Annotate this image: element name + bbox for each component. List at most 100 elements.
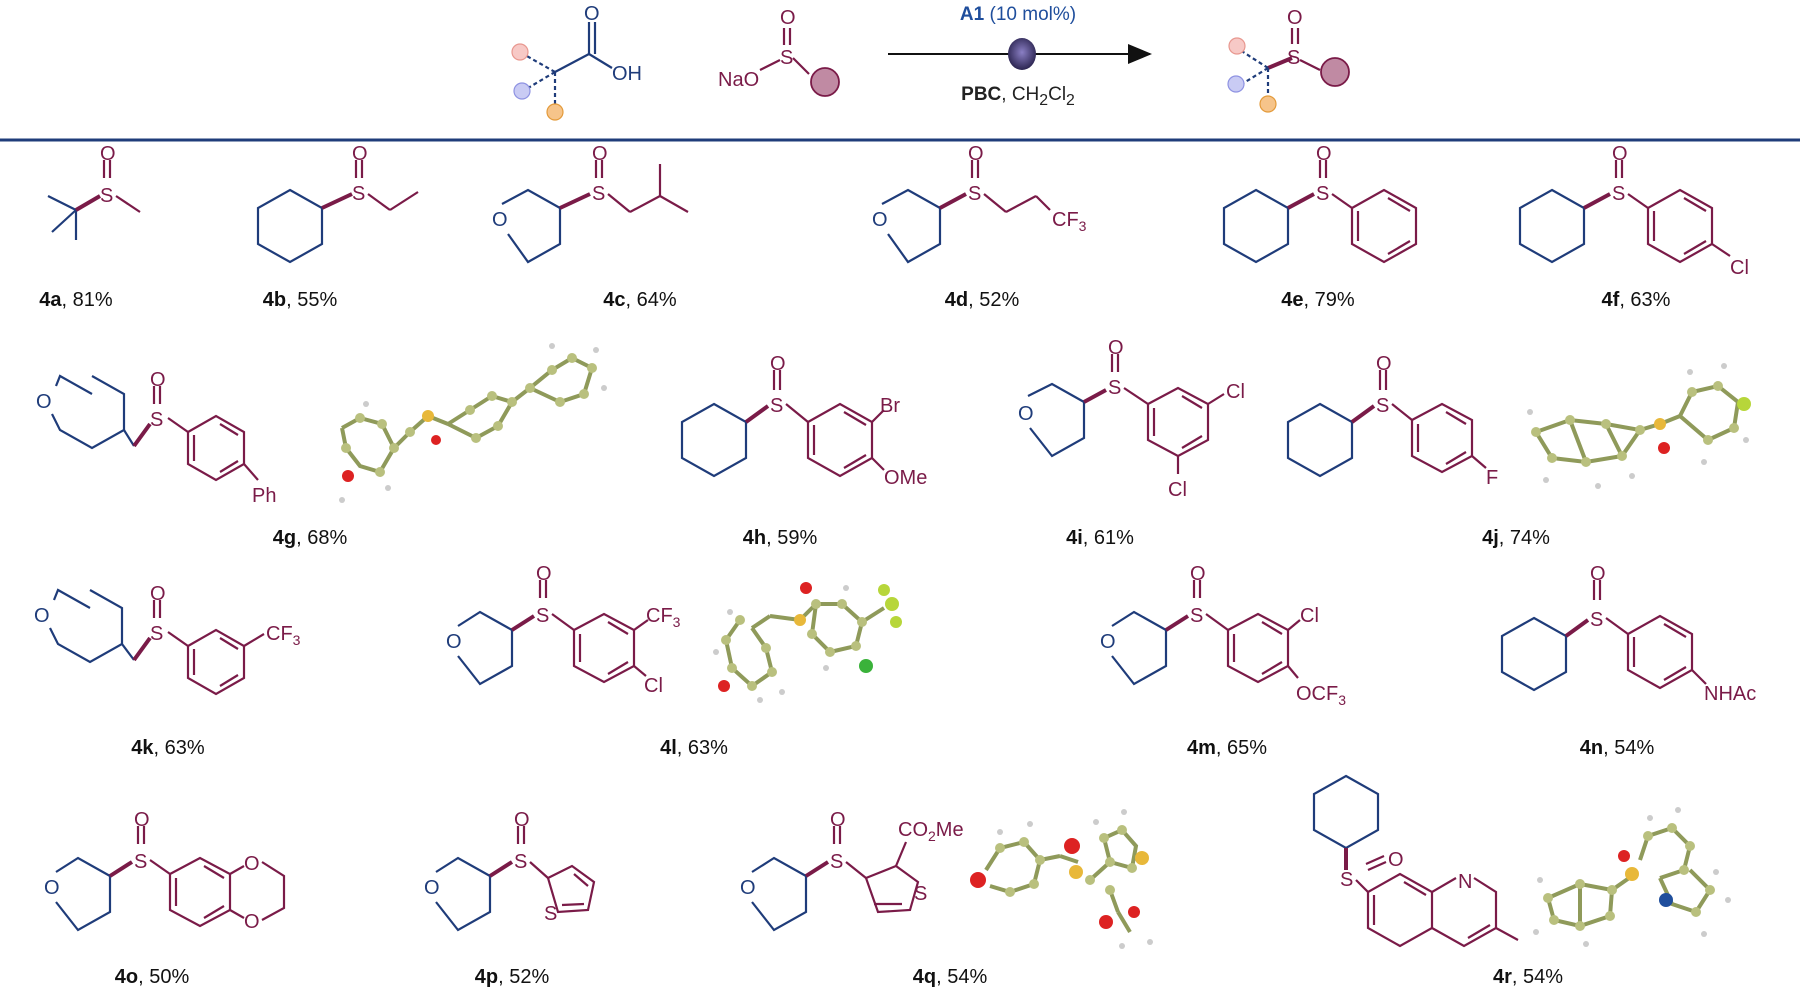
catalyst-loading: (10 mol%) xyxy=(989,4,1077,25)
conditions-separator: , xyxy=(1001,84,1012,105)
co2me-label: CO2Me xyxy=(898,819,964,844)
atom-o: O xyxy=(830,809,846,831)
atom-o: O xyxy=(1612,143,1628,165)
atom-s: S xyxy=(830,851,843,873)
compound-label-4a: 4a, 81% xyxy=(39,289,113,311)
structure-4j xyxy=(1286,370,1487,478)
structure-4p xyxy=(435,826,596,932)
crystal-structure-4j xyxy=(1532,383,1741,465)
structure-4g xyxy=(51,374,259,482)
compound-label-4m: 4m, 65% xyxy=(1186,737,1268,759)
compound-label-4q: 4q, 54% xyxy=(912,966,988,988)
substituent-orange-circle xyxy=(546,103,564,121)
atom-cl: Cl xyxy=(1300,605,1319,627)
compound-label-4e: 4e, 79% xyxy=(1281,289,1355,311)
atom-ome: OMe xyxy=(884,467,927,489)
reactant-sulfinate xyxy=(759,28,840,97)
structure-4e xyxy=(1222,160,1418,264)
atom-cl: Cl xyxy=(1730,257,1749,279)
additive: PBC xyxy=(961,84,1002,105)
compound-label-4h: 4h, 59% xyxy=(742,527,818,549)
atom-s: S xyxy=(352,183,365,205)
structure-4m xyxy=(1111,580,1301,686)
atom-o: O xyxy=(134,809,150,831)
atom-s: S xyxy=(1190,605,1203,627)
product-o: O xyxy=(1287,7,1303,29)
solvent-cl: Cl xyxy=(1048,84,1067,105)
product-s: S xyxy=(1287,47,1300,69)
atom-o: O xyxy=(1108,337,1124,359)
catalyst-label: A1 (10 mol%) xyxy=(960,4,1076,26)
atom-s: S xyxy=(914,883,927,905)
atom-o: O xyxy=(150,583,166,605)
atom-s: S xyxy=(1316,183,1329,205)
atom-s: S xyxy=(150,409,163,431)
atom-s: S xyxy=(1340,869,1353,891)
product-sulfoxide xyxy=(1227,28,1350,113)
crystal-atoms-4j xyxy=(1527,363,1751,489)
atom-o: O xyxy=(770,353,786,375)
structure-4d xyxy=(881,160,1051,264)
structure-4l xyxy=(457,580,649,686)
atom-o: O xyxy=(1100,631,1116,653)
atom-o: O xyxy=(1018,403,1034,425)
structure-4n xyxy=(1500,580,1707,692)
compound-label-4o: 4o, 50% xyxy=(114,966,190,988)
atom-o: O xyxy=(34,605,50,627)
atom-s: S xyxy=(100,185,113,207)
atom-nhac: NHAc xyxy=(1704,683,1756,705)
compound-label-4n: 4n, 54% xyxy=(1579,737,1655,759)
atom-o: O xyxy=(492,209,508,231)
atom-s: S xyxy=(592,183,605,205)
atom-o: O xyxy=(536,563,552,585)
atom-br: Br xyxy=(880,395,900,417)
cf3-label: CF3 xyxy=(646,605,681,630)
atom-o: O xyxy=(1316,143,1332,165)
compound-label-4p: 4p, 52% xyxy=(474,966,550,988)
atom-s: S xyxy=(150,623,163,645)
atom-s: S xyxy=(514,851,527,873)
atom-o: O xyxy=(44,877,60,899)
atom-cl: Cl xyxy=(1168,479,1187,501)
atom-o: O xyxy=(1388,849,1404,871)
atom-o: O xyxy=(1590,563,1606,585)
ocf3-label: OCF3 xyxy=(1296,683,1346,708)
atom-o: O xyxy=(352,143,368,165)
sulfinate-s: S xyxy=(780,47,793,69)
atom-o: O xyxy=(968,143,984,165)
atom-s: S xyxy=(1376,395,1389,417)
structure-4o xyxy=(55,826,286,932)
atom-o: O xyxy=(150,369,166,391)
atom-o: O xyxy=(424,877,440,899)
compound-label-4j: 4j, 74% xyxy=(1482,527,1550,549)
structure-4i xyxy=(1027,354,1225,474)
atom-s: S xyxy=(968,183,981,205)
atom-o: O xyxy=(244,911,260,933)
substituent-blue-circle xyxy=(513,82,531,100)
compound-label-4d: 4d, 52% xyxy=(944,289,1020,311)
catalyst-particle-icon xyxy=(1008,38,1036,70)
atom-o: O xyxy=(446,631,462,653)
solvent-sub1: 2 xyxy=(1039,91,1049,109)
crystal-atoms-4l xyxy=(713,582,902,703)
crystal-atoms-4g xyxy=(339,343,607,503)
structure-4k xyxy=(49,588,265,696)
compound-label-4i: 4i, 61% xyxy=(1066,527,1134,549)
atom-o: O xyxy=(740,877,756,899)
atom-s: S xyxy=(1590,609,1603,631)
structure-4h xyxy=(680,370,885,478)
atom-o: O xyxy=(1376,353,1392,375)
sulfinate-o: O xyxy=(780,7,796,29)
atom-s: S xyxy=(544,903,557,925)
compound-label-4f: 4f, 63% xyxy=(1601,289,1671,311)
compound-label-4b: 4b, 55% xyxy=(262,289,338,311)
structure-4f xyxy=(1518,160,1731,264)
compound-label-4r: 4r, 54% xyxy=(1492,966,1564,988)
cf3-label: CF3 xyxy=(1052,209,1087,234)
structure-4b xyxy=(256,160,419,264)
structure-4c xyxy=(501,160,689,264)
atom-o: O xyxy=(100,143,116,165)
structure-4r xyxy=(1312,774,1519,948)
atom-o: O xyxy=(1190,563,1206,585)
